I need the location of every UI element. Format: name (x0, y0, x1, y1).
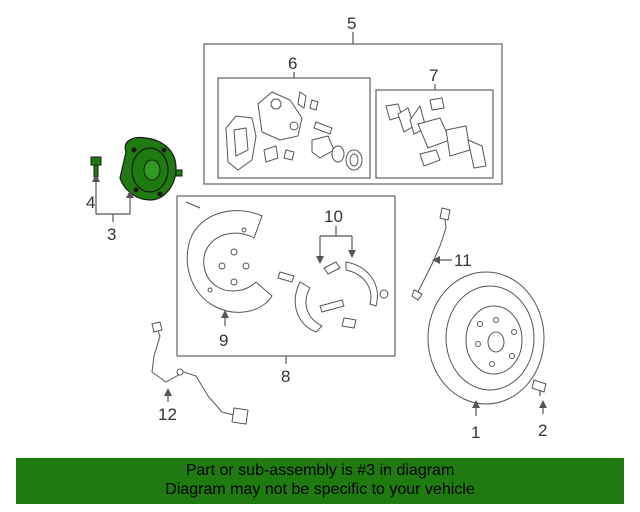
parking-cable[interactable] (417, 211, 447, 293)
hub-bearing-assembly[interactable] (119, 136, 183, 201)
rotor-screw[interactable] (531, 379, 547, 396)
banner-line-2: Diagram may not be specific to your vehi… (165, 481, 475, 498)
parts-diagram: 5 6 7 8 (86, 14, 547, 442)
callout-2[interactable]: 2 (538, 421, 547, 440)
abs-sensor[interactable] (151, 321, 249, 425)
info-banner: Part or sub-assembly is #3 in diagram Di… (16, 458, 624, 504)
brake-rotor[interactable] (427, 271, 545, 405)
brake-pads[interactable] (385, 97, 487, 169)
brake-caliper[interactable] (225, 91, 363, 171)
callout-6[interactable]: 6 (288, 54, 297, 73)
callout-7[interactable]: 7 (429, 66, 438, 85)
bolt-8a (185, 201, 201, 209)
callout-1[interactable]: 1 (471, 423, 480, 442)
banner-line-1: Part or sub-assembly is #3 in diagram (185, 462, 455, 479)
brake-shoes[interactable] (277, 261, 389, 333)
callout-4[interactable]: 4 (86, 193, 95, 212)
callout-9[interactable]: 9 (219, 331, 228, 350)
callout-11[interactable]: 11 (454, 251, 472, 270)
backing-plate[interactable] (186, 210, 273, 313)
callout-3[interactable]: 3 (107, 225, 116, 244)
callout-10[interactable]: 10 (324, 207, 343, 226)
callout-5[interactable]: 5 (347, 14, 356, 33)
callout-12[interactable]: 12 (158, 405, 177, 424)
callout-8[interactable]: 8 (281, 367, 290, 386)
